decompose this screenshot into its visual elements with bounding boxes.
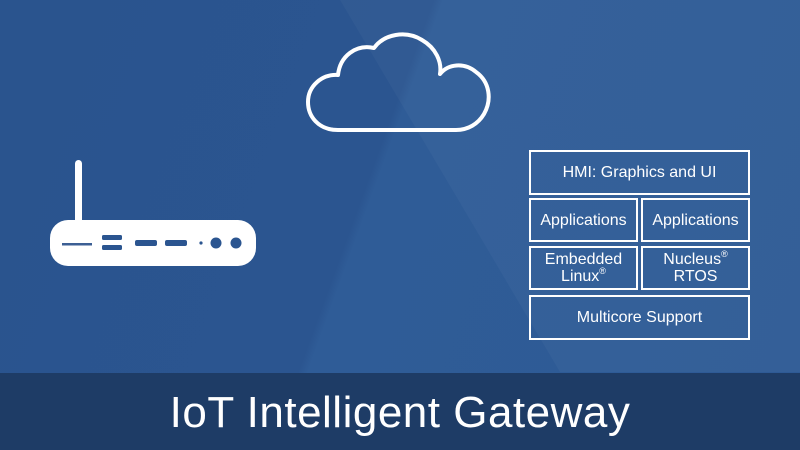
software-stack: HMI: Graphics and UI Applications Applic… bbox=[529, 150, 750, 340]
nucleus-rtos-block: Nucleus® RTOS bbox=[641, 246, 750, 290]
embedded-linux-line1: Embedded bbox=[544, 251, 623, 268]
applications-left-label: Applications bbox=[540, 211, 627, 229]
cloud-icon bbox=[306, 32, 491, 132]
registered-mark: ® bbox=[721, 248, 728, 259]
router-icon bbox=[50, 160, 256, 266]
hmi-block: HMI: Graphics and UI bbox=[529, 150, 750, 195]
embedded-linux-line2: Linux bbox=[561, 268, 600, 285]
applications-right-label: Applications bbox=[652, 211, 739, 229]
nucleus-rtos-line1: Nucleus bbox=[663, 251, 722, 268]
nucleus-rtos-line2: RTOS bbox=[673, 268, 718, 285]
embedded-linux-line2-wrap: Linux® bbox=[561, 265, 606, 285]
title-bar: IoT Intelligent Gateway bbox=[0, 373, 800, 450]
page-title: IoT Intelligent Gateway bbox=[169, 387, 631, 437]
registered-mark: ® bbox=[599, 265, 606, 276]
multicore-support-label: Multicore Support bbox=[576, 309, 703, 326]
applications-right-block: Applications bbox=[641, 198, 750, 242]
multicore-support-block: Multicore Support bbox=[529, 295, 750, 340]
hmi-label: HMI: Graphics and UI bbox=[562, 164, 717, 181]
embedded-linux-block: Embedded Linux® bbox=[529, 246, 638, 290]
nucleus-rtos-line1-wrap: Nucleus® bbox=[663, 248, 728, 268]
applications-left-block: Applications bbox=[529, 198, 638, 242]
